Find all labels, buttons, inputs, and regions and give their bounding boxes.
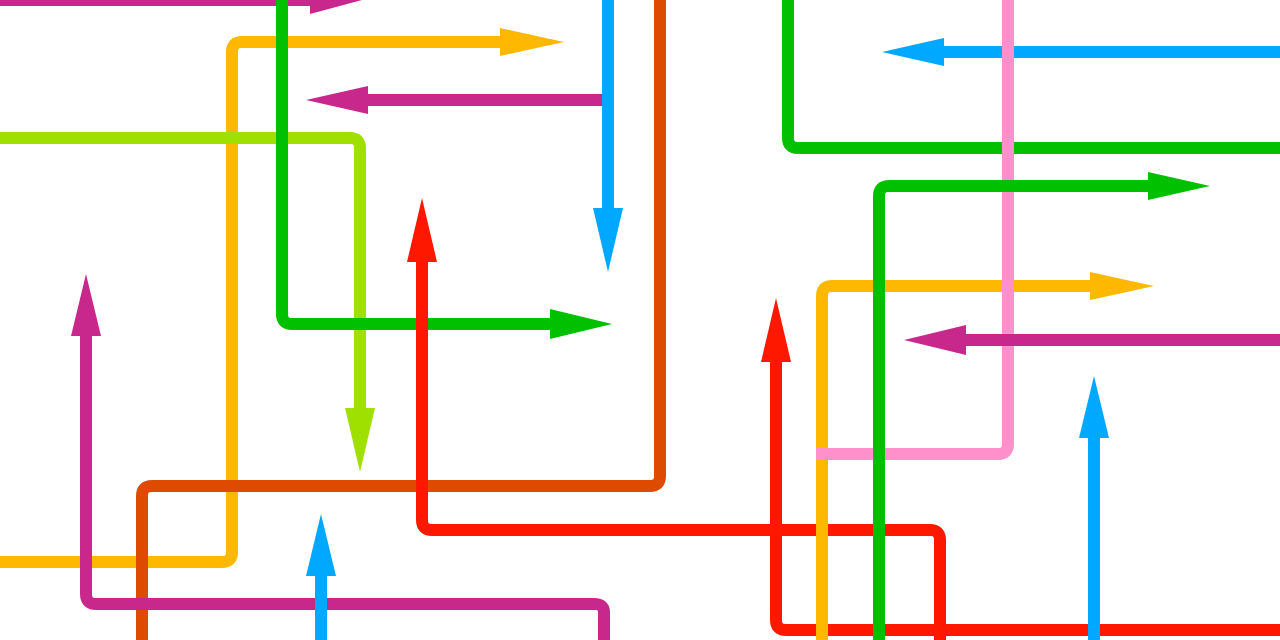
- blue-bottom-arrow: [306, 514, 336, 640]
- green-top-right-line: [782, 0, 1280, 154]
- yellow-right-arrow: [816, 272, 1154, 640]
- lime-arrow: [0, 132, 375, 472]
- red-right-arrow: [761, 298, 1280, 636]
- magenta-top-arrow: [0, 0, 362, 14]
- pink-line: [816, 0, 1014, 460]
- green-left-arrow: [276, 0, 612, 339]
- orange-line: [136, 0, 666, 640]
- blue-right-bottom-arrow: [1079, 376, 1109, 640]
- yellow-top-arrow: [0, 28, 564, 568]
- green-right-arrow: [873, 172, 1210, 640]
- magenta-left-arrow: [71, 274, 610, 640]
- magenta-right-arrow: [904, 325, 1280, 355]
- red-left-arrow: [407, 198, 946, 640]
- magenta-mid-arrow: [306, 86, 604, 114]
- blue-top-arrow: [593, 0, 623, 272]
- blue-right-top-arrow: [882, 38, 1280, 66]
